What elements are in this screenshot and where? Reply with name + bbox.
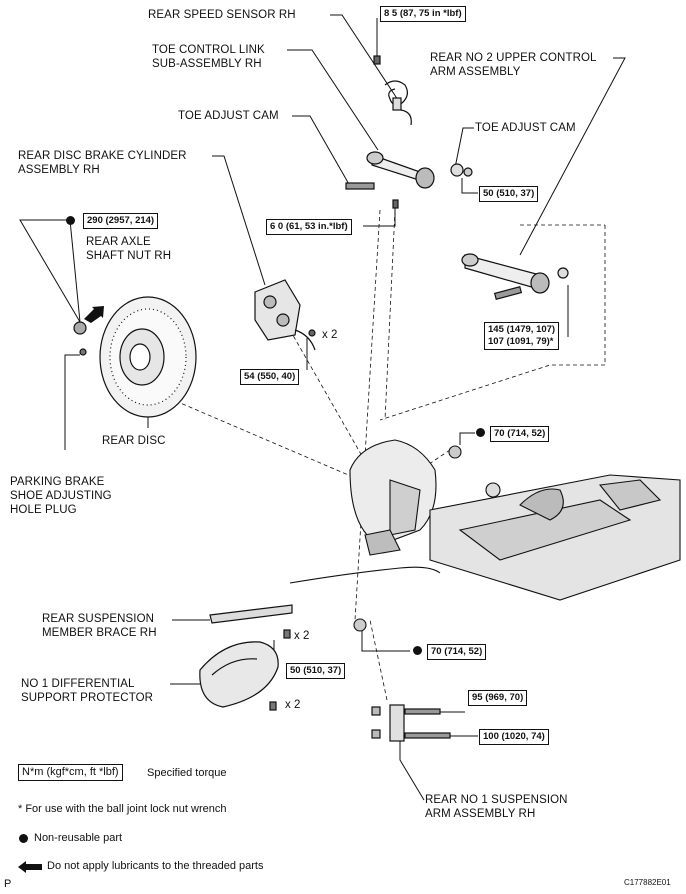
- leader-toe-cam-right: [454, 127, 474, 169]
- protector-bolts-multiplier: x 2: [285, 699, 301, 711]
- leader-susp-arm: [399, 740, 425, 801]
- page-mark: P: [4, 878, 12, 890]
- leader-toe-link: [287, 49, 379, 151]
- rear-disc-drawing: [73, 296, 197, 418]
- leader-parking-plug: [64, 354, 80, 450]
- label-toe-adjust-cam-left: TOE ADJUST CAM: [178, 110, 279, 122]
- legend-nonreusable: Non-reusable part: [34, 832, 123, 844]
- legend-no-lubricant: Do not apply lubricants to the threaded …: [47, 860, 264, 872]
- label-upper-control-arm: REAR NO 2 UPPER CONTROL ARM ASSEMBLY: [430, 52, 597, 78]
- label-diff-protector: NO 1 DIFFERENTIAL SUPPORT PROTECTOR: [21, 678, 154, 704]
- torque-70-top: 70 (714, 52): [490, 426, 550, 442]
- legend-nonreusable-dot: [19, 834, 28, 843]
- legend-asterisk-note: * For use with the ball joint lock nut w…: [18, 803, 227, 815]
- torque-100: 100 (1020, 74): [479, 729, 549, 745]
- torque-50-brace: 50 (510, 37): [286, 663, 346, 679]
- leader-axle-nut-b: [19, 219, 81, 323]
- leader-60: [363, 208, 396, 227]
- label-brake-cylinder: REAR DISC BRAKE CYLINDER ASSEMBLY RH: [18, 150, 187, 176]
- torque-50-cam: 50 (510, 37): [479, 186, 539, 202]
- torque-95: 95 (969, 70): [468, 690, 528, 706]
- brace-bolts-multiplier: x 2: [294, 630, 310, 642]
- nonreusable-dot-axle-nut: [66, 216, 75, 225]
- leader-brake-cyl: [212, 155, 266, 286]
- member-brace-drawing: [209, 604, 293, 639]
- leader-70-bottom: [361, 630, 410, 652]
- leader-50-cam: [461, 178, 478, 194]
- diff-protector-drawing: [199, 641, 279, 711]
- torque-54: 54 (550, 40): [240, 369, 300, 385]
- legend-torque-unit: N*m (kgf*cm, ft *lbf): [18, 764, 123, 781]
- axle-carrier-drawing: [349, 439, 462, 556]
- label-rear-disc: REAR DISC: [102, 435, 166, 447]
- torque-145: 145 (1479, 107) 107 (1091, 79)*: [484, 322, 560, 350]
- label-rear-speed-sensor: REAR SPEED SENSOR RH: [148, 9, 296, 21]
- leader-70-top: [459, 432, 475, 445]
- label-toe-adjust-cam-right: TOE ADJUST CAM: [475, 122, 576, 134]
- label-parking-plug: PARKING BRAKE SHOE ADJUSTING HOLE PLUG: [10, 476, 112, 516]
- leader-speed-sensor: [330, 14, 399, 101]
- torque-70-bottom: 70 (714, 52): [427, 644, 487, 660]
- torque-85: 8 5 (87, 75 in *lbf): [380, 6, 466, 22]
- leader-axle-nut-a: [69, 219, 81, 323]
- toe-control-link-drawing: [345, 151, 473, 209]
- torque-290: 290 (2957, 214): [83, 213, 159, 229]
- upper-control-arm-drawing: [461, 253, 569, 300]
- suspension-arm-drawing: [371, 704, 451, 742]
- suspension-member-drawing: [289, 474, 681, 632]
- legend-torque-text: Specified torque: [147, 767, 227, 779]
- label-toe-control-link: TOE CONTROL LINK SUB-ASSEMBLY RH: [152, 44, 265, 70]
- torque-60: 6 0 (61, 53 in.*lbf): [266, 219, 352, 235]
- brake-bolts-multiplier: x 2: [322, 329, 338, 341]
- label-suspension-arm: REAR NO 1 SUSPENSION ARM ASSEMBLY RH: [425, 794, 568, 820]
- no-lubricant-arrow-icon: [84, 306, 104, 323]
- leader-toe-cam-left: [292, 115, 351, 187]
- brake-caliper-drawing: [254, 279, 316, 351]
- label-axle-nut: REAR AXLE SHAFT NUT RH: [86, 236, 172, 262]
- legend-arrow-icon: [18, 861, 42, 873]
- figure-code: C177882E01: [624, 878, 671, 887]
- nonreusable-dot-70-bottom: [413, 646, 422, 655]
- label-member-brace: REAR SUSPENSION MEMBER BRACE RH: [42, 613, 157, 639]
- leader-upper-arm: [519, 57, 626, 256]
- speed-sensor-drawing: [373, 55, 412, 126]
- nonreusable-dot-70-top: [476, 428, 485, 437]
